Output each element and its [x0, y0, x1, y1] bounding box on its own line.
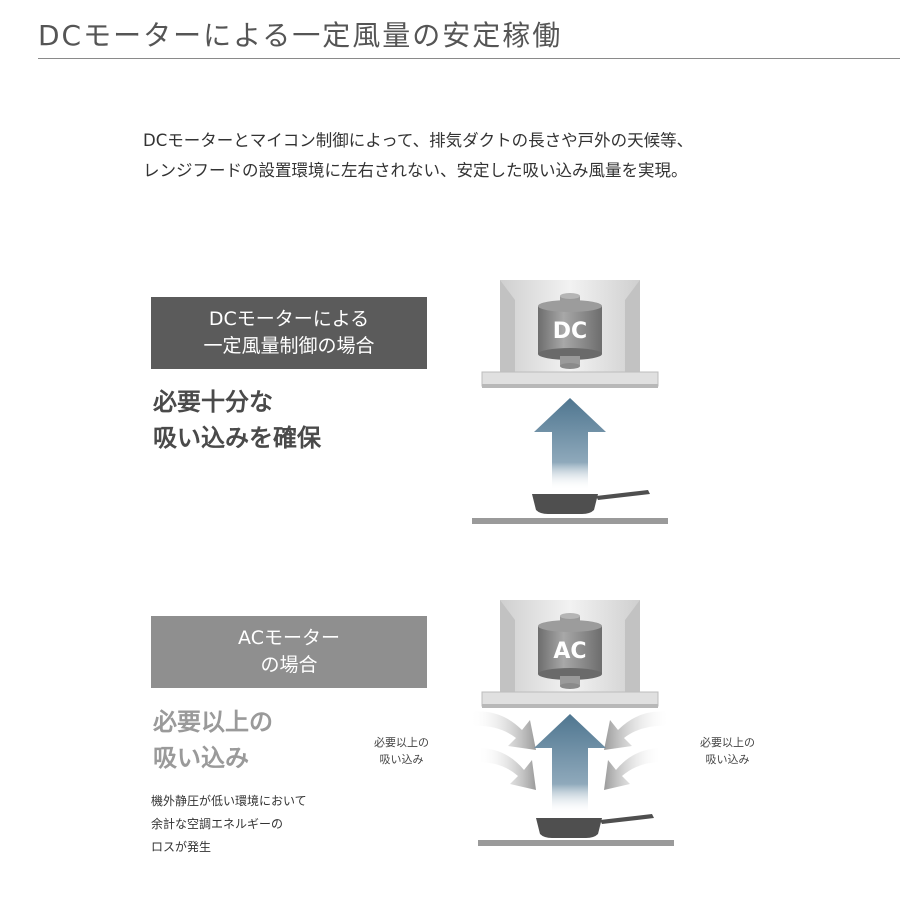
ac-side-right-line-1: 必要以上の: [700, 736, 755, 749]
ac-label-line-2: の場合: [260, 654, 318, 676]
intro-text: DCモーターとマイコン制御によって、排気ダクトの長さや戸外の天候等、 レンジフー…: [143, 126, 803, 186]
ac-note-line-1: 機外静圧が低い環境において: [151, 794, 307, 808]
ac-range-hood-illustration: AC: [470, 600, 674, 846]
ac-headline-line-1: 必要以上の: [153, 708, 273, 736]
dc-label-box: DCモーターによる 一定風量制御の場合: [151, 297, 427, 369]
cooktop: [478, 840, 674, 846]
cooktop: [472, 518, 668, 524]
dc-label-line-2: 一定風量制御の場合: [203, 335, 375, 357]
dc-label-line-1: DCモーターによる: [208, 308, 370, 330]
ac-side-label-left: 必要以上の 吸い込み: [374, 734, 429, 768]
intro-line-2: レンジフードの設置環境に左右されない、安定した吸い込み風量を実現。: [143, 161, 688, 180]
ac-side-label-right: 必要以上の 吸い込み: [700, 734, 755, 768]
excess-airflow-left-arrows-icon: [470, 711, 536, 790]
dc-headline: 必要十分な 吸い込みを確保: [153, 384, 321, 456]
ac-note-line-3: ロスが発生: [151, 840, 212, 854]
dc-motor-label: DC: [553, 319, 587, 344]
dc-headline-line-2: 吸い込みを確保: [153, 424, 321, 452]
ac-motor-icon: AC: [538, 613, 602, 689]
ac-headline: 必要以上の 吸い込み: [153, 704, 273, 776]
title-divider: [38, 58, 900, 59]
ac-label-line-1: ACモーター: [238, 627, 340, 649]
ac-side-right-line-2: 吸い込み: [705, 753, 750, 766]
ac-headline-line-2: 吸い込み: [153, 744, 249, 772]
ac-note: 機外静圧が低い環境において 余計な空調エネルギーの ロスが発生: [151, 790, 307, 859]
intro-line-1: DCモーターとマイコン制御によって、排気ダクトの長さや戸外の天候等、: [143, 131, 694, 150]
frying-pan-icon: [536, 814, 654, 838]
airflow-up-arrow-icon: [534, 714, 606, 814]
dc-headline-line-1: 必要十分な: [153, 388, 273, 416]
ac-label-box: ACモーター の場合: [151, 616, 427, 688]
airflow-up-arrow-icon: [534, 398, 606, 490]
ac-motor-label: AC: [553, 639, 586, 664]
ac-note-line-2: 余計な空調エネルギーの: [151, 817, 284, 831]
ac-side-left-line-1: 必要以上の: [374, 736, 429, 749]
dc-range-hood-illustration: DC: [472, 280, 668, 524]
ac-side-left-line-2: 吸い込み: [379, 753, 424, 766]
dc-motor-icon: DC: [538, 293, 602, 369]
page-title: DCモーターによる一定風量の安定稼働: [38, 19, 563, 52]
frying-pan-icon: [532, 490, 650, 514]
excess-airflow-right-arrows-icon: [604, 711, 670, 790]
